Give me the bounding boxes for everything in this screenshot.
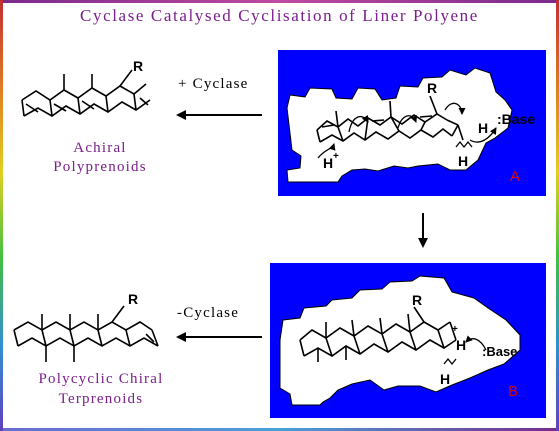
panel-label-a: A [510,168,520,185]
page-title: Cyclase Catalysed Cyclisation of Liner P… [80,6,479,25]
atom-h-a2: H [458,153,468,169]
atom-h-b1: H [456,337,466,353]
base-b: :Base [482,344,517,359]
top-step-label: + Cyclase [178,76,249,92]
atom-r-achiral: R [133,58,143,74]
atom-r-b: R [412,292,422,308]
chiral-label-line1: Polycyclic Chiral [38,371,164,387]
achiral-label-line1: Achiral [73,140,127,156]
frame-left [0,0,3,431]
bottom-step-label: -Cyclase [177,305,240,321]
charge-plus-a: + [333,151,339,162]
electron-arrows-a [317,102,497,159]
chiral-label-line2: Terprenoids [58,391,144,407]
frame-right [556,0,559,431]
electron-arrows-b [443,335,487,366]
atom-h-b2: H [440,371,450,387]
frame-top [0,0,559,3]
enzyme-cavity-b [279,275,521,406]
frame-bottom [0,428,559,431]
atom-h-plus-a: H [323,155,333,171]
achiral-label-line2: Polyprenoids [53,159,147,175]
charge-plus-b: + [452,324,458,335]
enzyme-panel-a: H + R H H :Base A [278,50,546,196]
polycyclic-skeleton-b [299,306,457,362]
atom-h-a1: H [478,120,488,136]
atom-r-chiral: R [128,291,138,307]
panel-label-b: B [508,383,518,400]
atom-r-a: R [427,80,437,96]
chiral-terpenoid-structure [13,305,159,362]
base-a: :Base [497,111,535,127]
enzyme-panel-b: R + H H :Base B [270,263,546,418]
achiral-polyprenoid-structure [21,69,151,117]
